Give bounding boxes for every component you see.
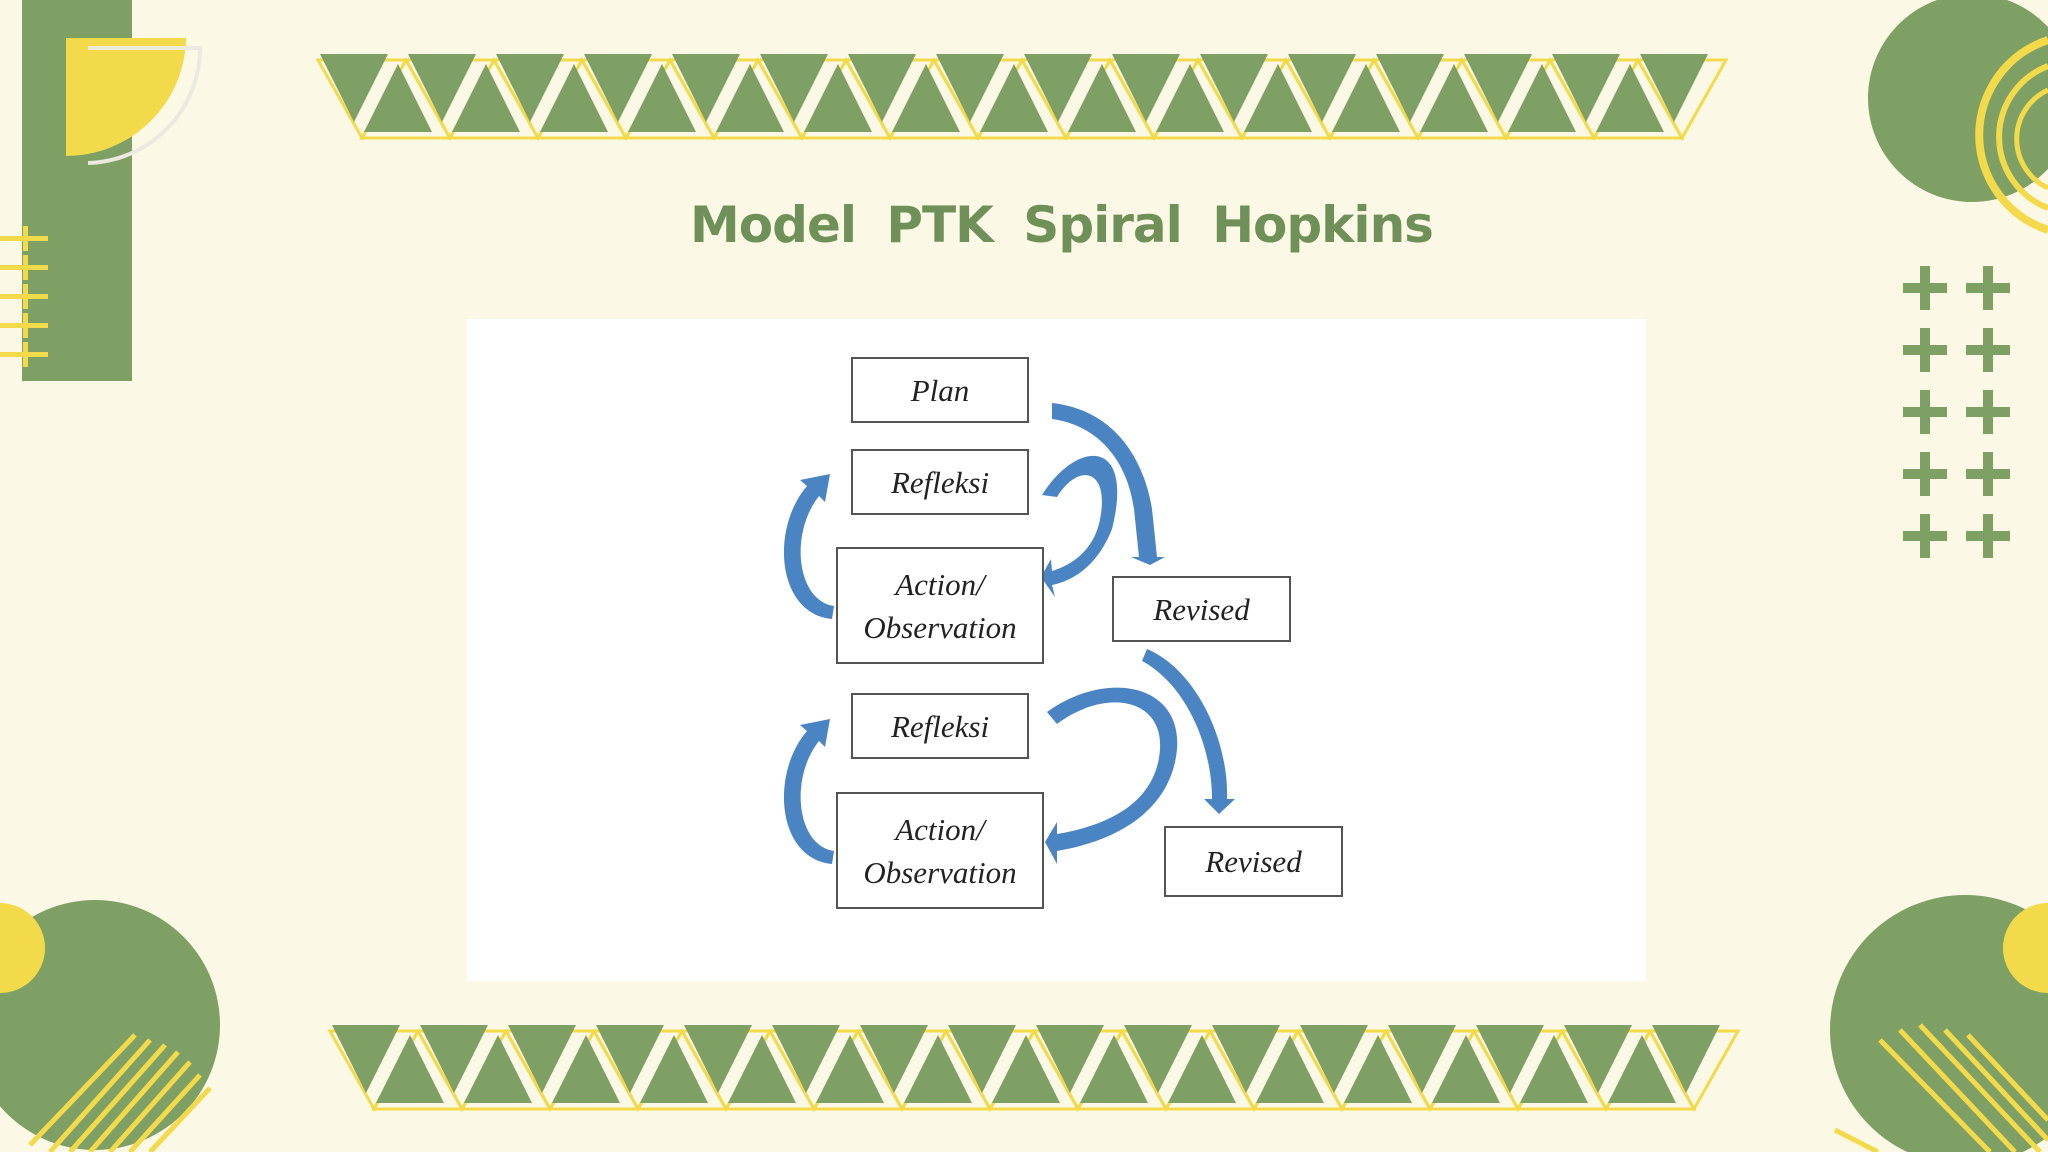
arrow-action-to-reflektif-2: [783, 719, 834, 864]
arrow-revised-to-action-1: [1041, 455, 1118, 597]
triangle: [904, 1035, 972, 1103]
triangle: [1640, 54, 1708, 122]
triangle: [1112, 54, 1180, 122]
triangle: [1200, 54, 1268, 122]
top-right-ornament: [1868, 0, 2048, 234]
triangle: [1552, 54, 1620, 122]
triangle: [1344, 1035, 1412, 1103]
triangle: [860, 1025, 928, 1093]
triangle: [1124, 1025, 1192, 1093]
triangle: [848, 54, 916, 122]
node-action-observation-2: Action/ Observation: [836, 792, 1044, 909]
triangle: [728, 1035, 796, 1103]
triangle: [552, 1035, 620, 1103]
triangle: [596, 1025, 664, 1093]
triangle: [1288, 54, 1356, 122]
plus-grid: [1903, 266, 2010, 558]
triangle: [1376, 54, 1444, 122]
triangle: [816, 1035, 884, 1103]
triangle: [1508, 64, 1576, 132]
triangle: [540, 64, 608, 132]
top-left-ornament: [0, 0, 203, 381]
node-revised-1: Revised: [1112, 576, 1291, 642]
triangle: [936, 54, 1004, 122]
triangle: [1564, 1025, 1632, 1093]
triangle: [1432, 1035, 1500, 1103]
arrow-revised-to-action-2: [1045, 687, 1178, 864]
triangle: [408, 54, 476, 122]
arrow-revised-1-to-revised-2: [1142, 649, 1235, 814]
triangle: [332, 1025, 400, 1093]
arrow-plan-to-revised: [1052, 403, 1165, 565]
triangle: [1652, 1025, 1720, 1093]
node-action-observation-1: Action/ Observation: [836, 547, 1044, 664]
triangle: [364, 64, 432, 132]
node-reflektif-2: Refleksi: [851, 693, 1029, 759]
triangle: [1168, 1035, 1236, 1103]
triangle: [760, 54, 828, 122]
triangle: [452, 64, 520, 132]
triangle: [992, 1035, 1060, 1103]
triangle: [1156, 64, 1224, 132]
arrow-layer: [783, 403, 1235, 864]
triangle: [508, 1025, 576, 1093]
triangle: [892, 64, 960, 132]
triangle: [640, 1035, 708, 1103]
bottom-right-ornament: [1830, 895, 2048, 1152]
triangle: [1300, 1025, 1368, 1093]
triangle-band-top: [315, 54, 1729, 142]
triangle: [1464, 54, 1532, 122]
bottom-left-ornament: [0, 900, 220, 1152]
triangle: [1608, 1035, 1676, 1103]
triangle: [464, 1035, 532, 1103]
triangle: [1388, 1025, 1456, 1093]
triangle: [320, 54, 388, 122]
triangle: [772, 1025, 840, 1093]
triangle: [376, 1035, 444, 1103]
triangle-band-bottom: [327, 1025, 1741, 1113]
triangle: [1520, 1035, 1588, 1103]
triangle: [948, 1025, 1016, 1093]
node-reflektif-1: Refleksi: [851, 449, 1029, 515]
diagram-card: Plan Refleksi Action/ Observation Revise…: [467, 319, 1646, 981]
triangle: [1080, 1035, 1148, 1103]
arrow-action-to-reflektif-1: [783, 474, 834, 619]
triangle: [980, 64, 1048, 132]
triangle: [496, 54, 564, 122]
triangle: [420, 1025, 488, 1093]
triangle: [804, 64, 872, 132]
triangle: [1036, 1025, 1104, 1093]
triangle: [1332, 64, 1400, 132]
triangle: [628, 64, 696, 132]
triangle: [1244, 64, 1312, 132]
node-plan: Plan: [851, 357, 1029, 423]
triangle: [684, 1025, 752, 1093]
triangle: [1068, 64, 1136, 132]
triangle: [716, 64, 784, 132]
triangle: [1024, 54, 1092, 122]
triangle: [672, 54, 740, 122]
triangle: [1596, 64, 1664, 132]
slide-title: Model PTK Spiral Hopkins: [690, 196, 1434, 254]
triangle: [1212, 1025, 1280, 1093]
triangle: [1420, 64, 1488, 132]
node-revised-2: Revised: [1164, 826, 1343, 897]
triangle: [1476, 1025, 1544, 1093]
triangle: [1256, 1035, 1324, 1103]
triangle: [584, 54, 652, 122]
